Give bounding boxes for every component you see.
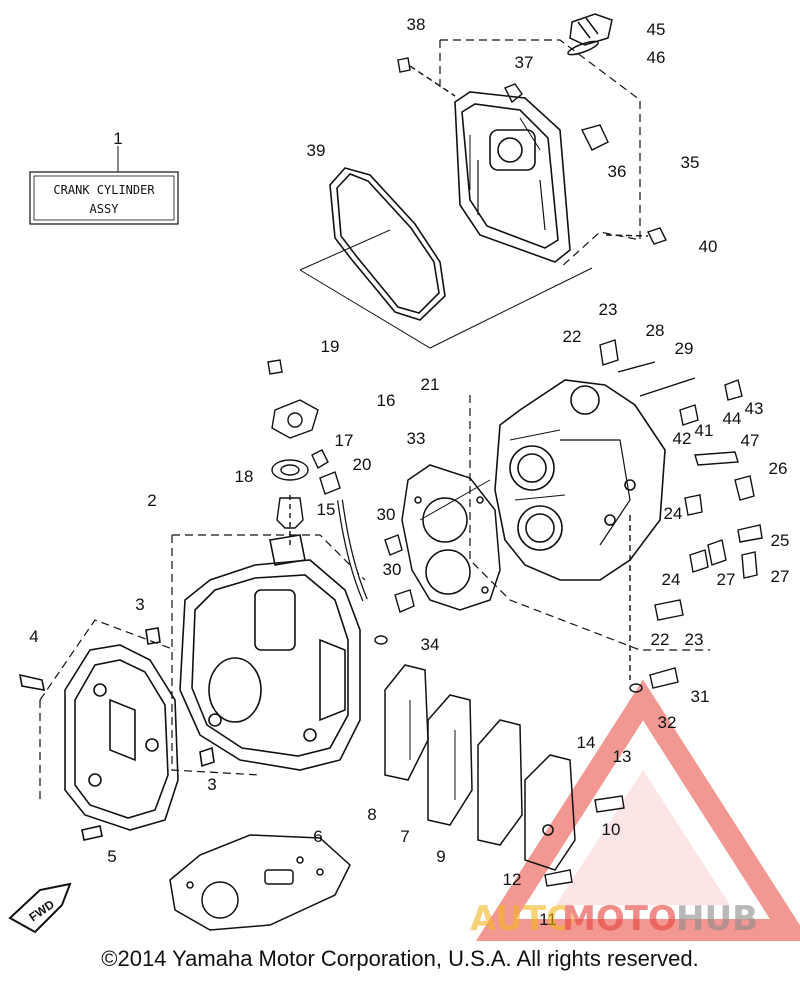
callout-dowel-30-lower: 30 [383,560,402,579]
callout-crankcase: 2 [147,491,156,510]
callout-bolt-13: 13 [613,747,632,766]
assembly-outlines [39,39,710,800]
callout-stud-47: 47 [741,431,760,450]
callout-tee-joint: 25 [771,531,790,550]
callout-head-gasket: 33 [407,429,426,448]
exhaust-plates [384,664,576,871]
watermark-text: AUTO MOTO HUB [470,899,758,939]
callout-hose-27-left: 27 [717,570,736,589]
callout-o-ring-46: 46 [647,48,666,67]
dowels-30-34 [374,534,415,645]
callout-washer-44: 44 [723,409,742,428]
callout-dowel-pin-lower: 3 [207,775,216,794]
callout-washer-14: 14 [577,733,596,752]
small-hardware-right [544,339,763,887]
callout-base-gasket: 6 [313,827,322,846]
callout-gasket-42: 42 [673,429,692,448]
callout-thermostat-gasket: 18 [235,467,254,486]
cover-gasket [299,167,593,349]
fwd-arrow-icon: FWD [8,882,72,934]
callout-bolt-29: 29 [675,339,694,358]
callout-exhaust-outer-gasket: 9 [436,847,445,866]
base-gasket [169,834,351,931]
callout-exhaust-gasket: 8 [367,805,376,824]
filler-cap [567,13,613,56]
callout-o-ring-34: 34 [421,635,440,654]
callout-clip-23-lower: 23 [685,630,704,649]
copyright-footer: ©2014 Yamaha Motor Corporation, U.S.A. A… [101,946,699,971]
callout-dowel-30-upper: 30 [377,505,396,524]
callout-bolt-31: 31 [691,687,710,706]
callout-dowel-pin-upper: 3 [135,595,144,614]
callout-filler-cap: 45 [647,20,666,39]
callout-clip-23-upper: 23 [599,300,618,319]
title-line-1: CRANK CYLINDER [53,183,155,197]
callout-nipple-24-upper: 24 [664,504,683,523]
callout-exhaust-outer-cover: 10 [602,820,621,839]
callout-hose-joint: 17 [335,431,354,450]
callout-elbow-hose: 26 [769,459,788,478]
watermark-text-1: AUTO [470,899,575,939]
callout-nipple-36: 36 [608,162,627,181]
thermostat-group [267,359,368,602]
cylinder-head-cover [454,91,571,263]
head-gasket [401,464,501,611]
small-hardware-top [397,57,667,245]
crankcase [179,534,361,771]
callout-cylinder-block: 21 [421,375,440,394]
callout-thermostat-bolt: 19 [321,337,340,356]
callout-bolt-40: 40 [699,237,718,256]
callout-crank-cylinder-assy: 1 [113,129,122,148]
watermark-logo-triangle [475,679,800,941]
title-box: CRANK CYLINDER ASSY [29,146,179,225]
callout-hose-sleeve: 20 [353,455,372,474]
callout-plug-43: 43 [745,399,764,418]
callout-cover-bolt: 11 [539,910,557,929]
callout-exhaust-inner-cover: 7 [400,827,409,846]
callout-dowel-22-upper: 22 [563,327,582,346]
crankcase-cover-left [18,627,215,841]
callout-bolt-28: 28 [646,321,665,340]
watermark-text-2: MOTO [562,899,677,939]
callout-bolt-38: 38 [407,15,426,34]
callout-nipple-37: 37 [515,53,534,72]
callout-plug-41: 41 [695,421,714,440]
callout-nipple-24-lower: 24 [662,570,681,589]
callout-bolt-lower: 5 [107,847,116,866]
callout-cover-washer: 12 [503,870,522,889]
callout-dowel-22-lower: 22 [651,630,670,649]
title-line-2: ASSY [90,202,120,216]
callout-washer-32: 32 [658,713,677,732]
callout-thermostat: 15 [317,500,336,519]
watermark-text-3: HUB [676,899,758,939]
cylinder-block [494,379,666,581]
callout-hose-27-right: 27 [771,567,790,586]
callout-cylinder-head-cover: 35 [681,153,700,172]
callout-thermostat-cover: 16 [377,391,396,410]
callout-bolt-front: 4 [29,627,38,646]
callout-cover-gasket: 39 [307,141,326,160]
